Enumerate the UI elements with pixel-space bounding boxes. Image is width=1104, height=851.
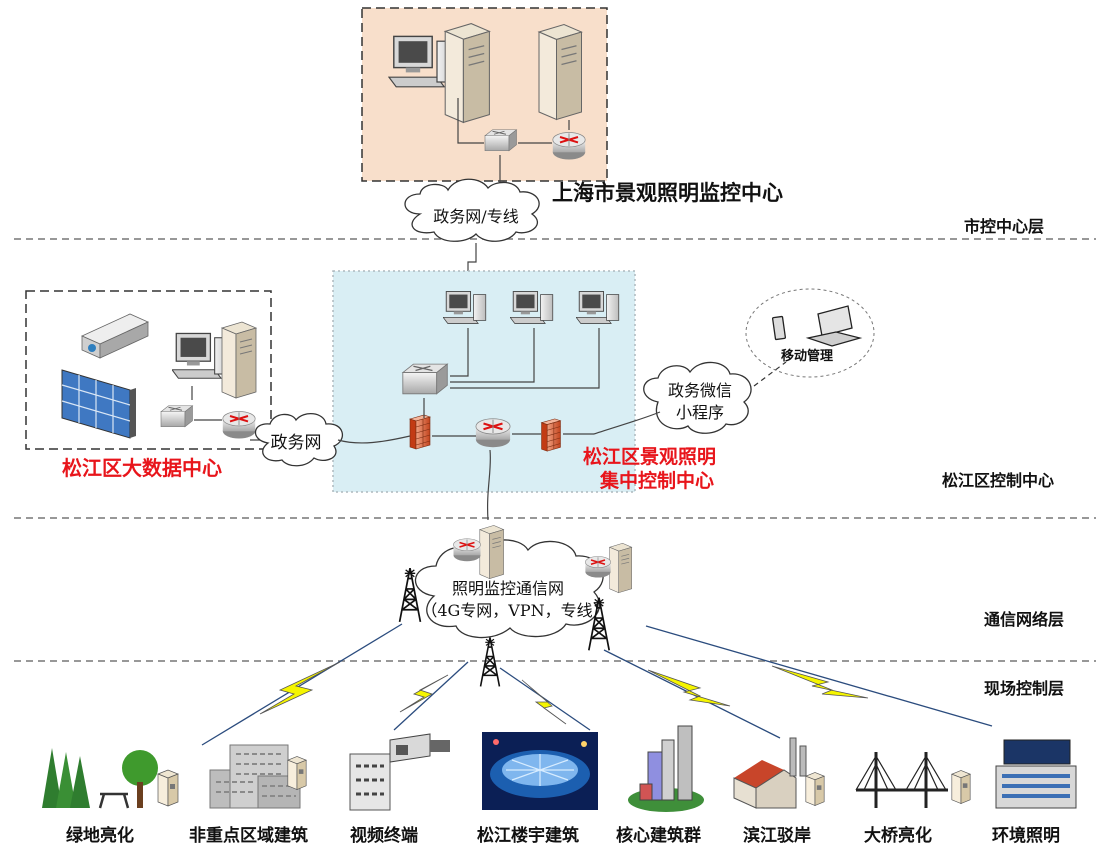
field-label-6: 大桥亮化 <box>864 825 932 846</box>
billboard-icon <box>995 739 1077 809</box>
video-wall-icon <box>61 369 136 439</box>
field-label-0: 绿地亮化 <box>66 825 134 846</box>
layer-label-city: 市控中心层 <box>964 217 1044 236</box>
field-label-2: 视频终端 <box>350 825 418 846</box>
wireless-links <box>201 623 993 746</box>
comm-cloud-label-line2: （4G专网，VPN，专线） <box>421 601 608 620</box>
district-center-title-line1: 松江区景观照明 <box>583 445 716 468</box>
tree-icon <box>42 748 179 809</box>
camera-terminal-icon <box>349 733 450 811</box>
layer-label-network: 通信网络层 <box>984 610 1064 629</box>
field-label-4: 核心建筑群 <box>616 825 701 846</box>
gov-network-cloud-label: 政务网 <box>271 433 322 453</box>
field-label-5: 滨江驳岸 <box>743 825 811 846</box>
layer-label-district: 松江区控制中心 <box>942 471 1054 490</box>
layer-label-field: 现场控制层 <box>984 679 1064 698</box>
gov-network-cloud <box>254 413 344 467</box>
field-label-1: 非重点区域建筑 <box>189 825 308 846</box>
wechat-cloud-label-line2: 小程序 <box>676 403 724 422</box>
big-data-title: 松江区大数据中心 <box>62 456 222 480</box>
wechat-cloud <box>643 361 752 434</box>
district-center-title-line2: 集中控制中心 <box>599 469 714 492</box>
gov-line-cloud <box>404 178 540 242</box>
skyscraper-icon <box>628 725 704 812</box>
factory-icon <box>733 737 825 809</box>
layer-dividers <box>14 238 1096 662</box>
wechat-cloud-label-line1: 政务微信 <box>668 381 732 400</box>
lightning-bolts <box>259 661 869 725</box>
camera-icon <box>81 313 149 359</box>
gov-line-cloud-label: 政务网/专线 <box>433 207 518 226</box>
comm-cloud-label-line1: 照明监控通信网 <box>452 579 564 598</box>
field-label-3: 松江楼宇建筑 <box>477 825 579 846</box>
mobile-management-label: 移动管理 <box>781 348 833 364</box>
district-equipment <box>402 291 620 521</box>
city-center-title: 上海市景观照明监控中心 <box>552 180 783 205</box>
bridge-icon <box>855 752 971 808</box>
field-labels: 绿地亮化 非重点区域建筑 视频终端 松江楼宇建筑 核心建筑群 滨江驳岸 大桥亮化… <box>66 825 1060 846</box>
stadium-photo-icon <box>482 732 598 810</box>
field-label-7: 环境照明 <box>992 825 1060 846</box>
mobile-devices <box>771 305 863 347</box>
city-center-equipment <box>388 22 587 200</box>
mobile-management-ring <box>745 288 875 378</box>
building-icon <box>209 744 307 809</box>
